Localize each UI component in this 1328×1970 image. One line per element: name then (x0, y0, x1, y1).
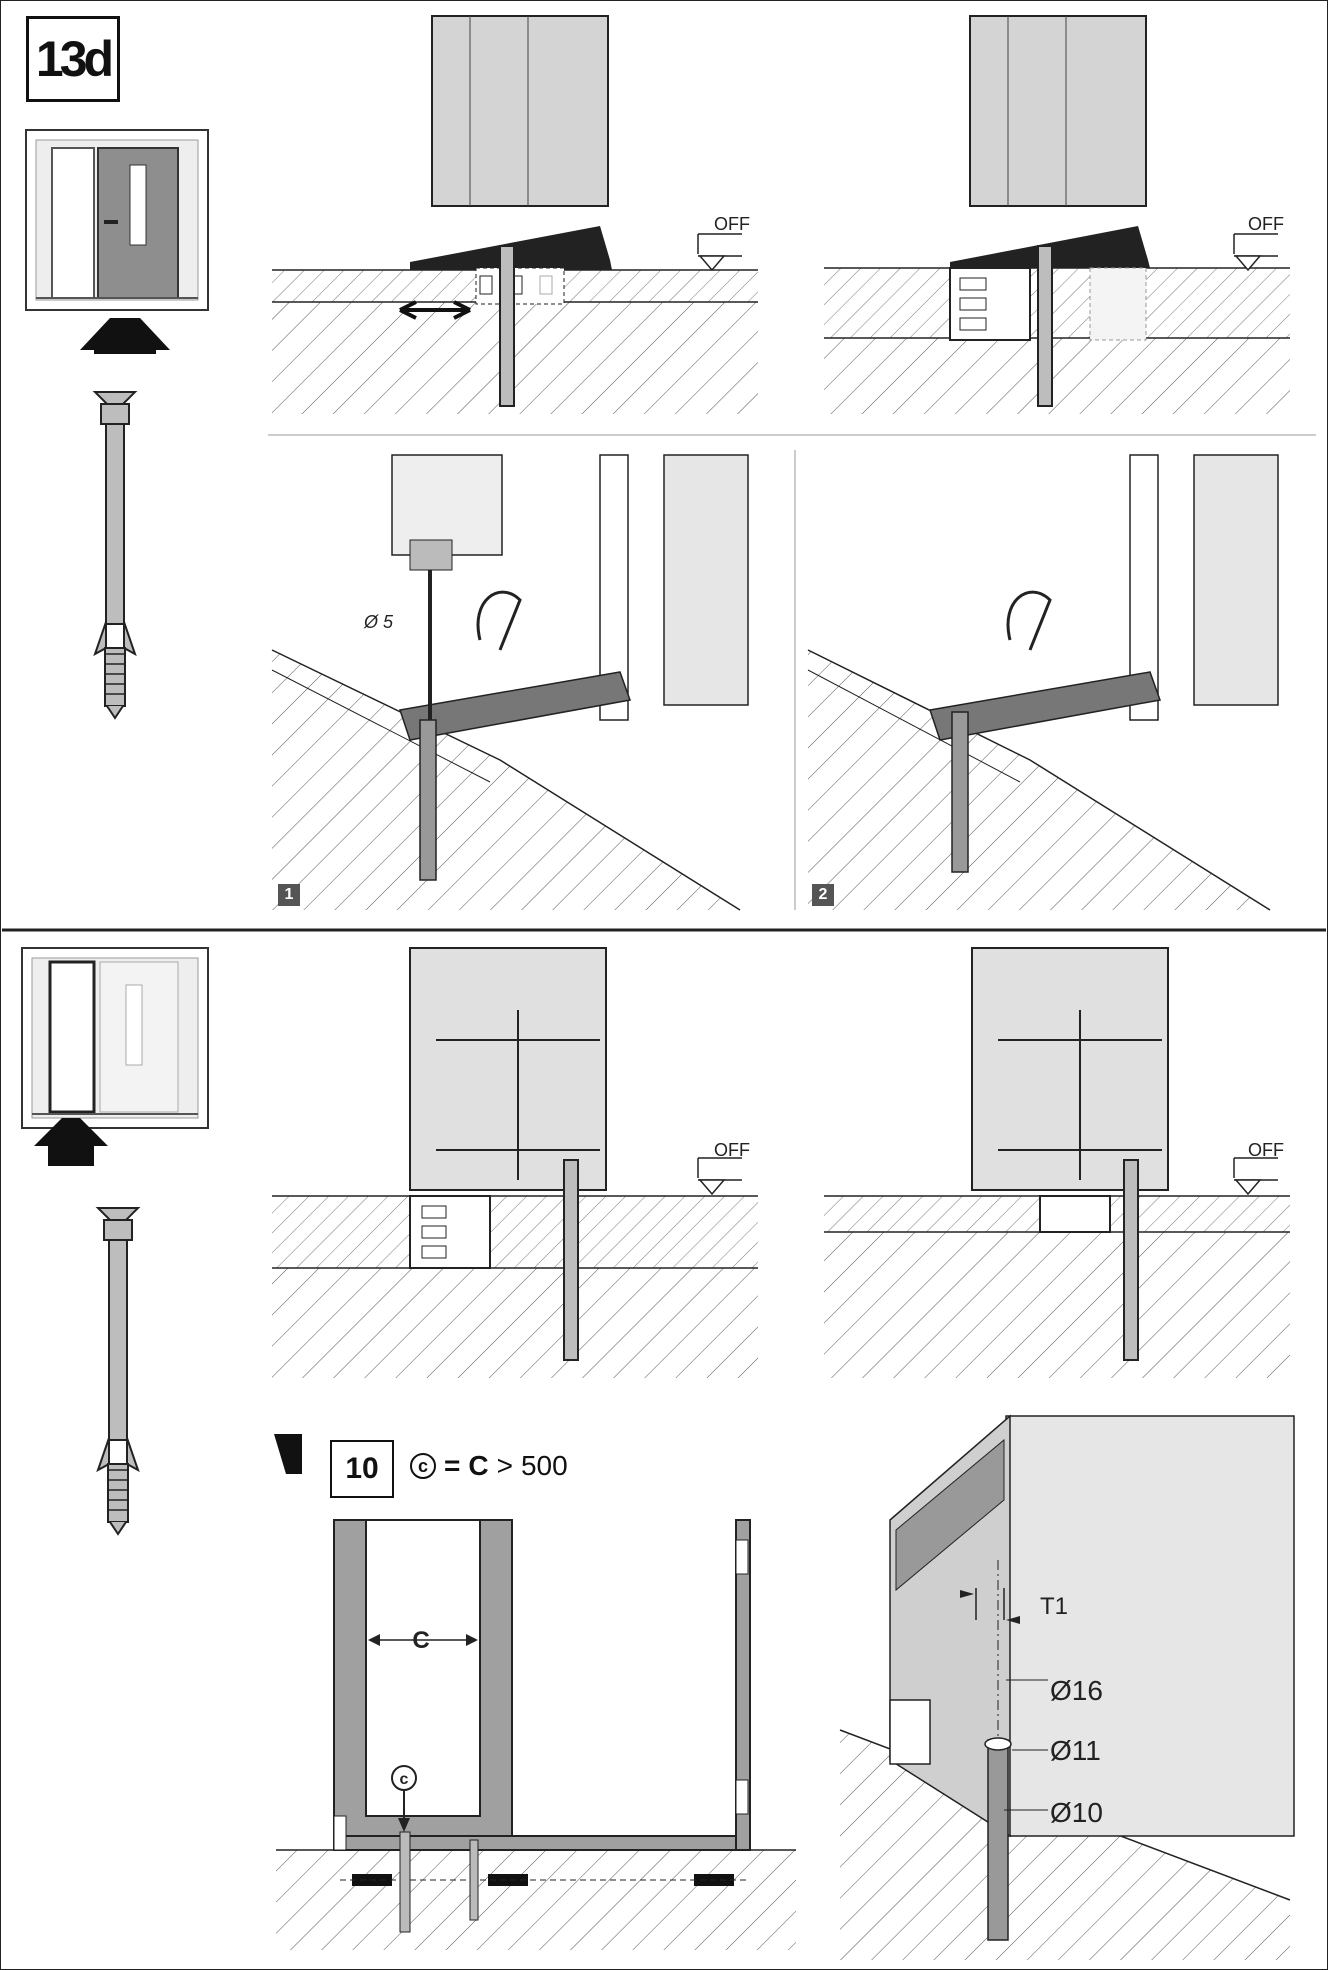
diameter-11-label: Ø11 (1050, 1735, 1101, 1766)
equals-sign: = (444, 1450, 461, 1481)
comparator: > (496, 1450, 513, 1481)
drill-diameter-label: Ø 5 (363, 612, 394, 632)
frame-section-c (272, 947, 758, 1378)
anchor-perspective-f (839, 1414, 1295, 1960)
circle-c-label: c (400, 1771, 409, 1788)
panel-badge-2: 2 (812, 884, 834, 906)
panel-badge-1: 1 (278, 884, 300, 906)
reference-step-number: 10 (345, 1452, 379, 1485)
up-arrow-icon-2 (34, 1118, 108, 1166)
off-label-c: OFF (714, 1140, 750, 1160)
off-level-mark-a (697, 233, 743, 271)
diameter-16-label: Ø16 (1050, 1675, 1103, 1706)
off-label-a: OFF (714, 214, 750, 234)
threshold-section-b (824, 15, 1290, 414)
spacing-rule: c = C > 500 (410, 1450, 568, 1482)
door-thumbnail-1 (25, 129, 209, 311)
diameter-10-label: Ø10 (1050, 1797, 1103, 1828)
frame-elevation-e (274, 1434, 796, 1950)
dimension-symbol: C (468, 1450, 489, 1481)
t1-label: T1 (1040, 1593, 1068, 1620)
threshold-section-a (272, 15, 758, 414)
frame-section-d (824, 947, 1290, 1378)
door-thumbnail-2 (21, 947, 209, 1129)
frame-anchor-icon-2 (97, 1207, 139, 1535)
spacing-c-label: C (412, 1627, 429, 1654)
off-level-mark-c (697, 1157, 743, 1195)
circle-c-symbol: c (410, 1453, 436, 1479)
step-number: 13d (35, 31, 114, 87)
off-level-mark-d (1233, 1157, 1279, 1195)
drilling-view-1 (271, 454, 749, 911)
off-label-d: OFF (1248, 1140, 1284, 1160)
spacing-value: 500 (520, 1450, 568, 1481)
off-label-b: OFF (1248, 214, 1284, 234)
anchor-view-2 (807, 454, 1279, 911)
step-number-box: 13d (26, 16, 120, 102)
off-level-mark-b (1233, 233, 1279, 271)
frame-anchor-icon-1 (94, 391, 136, 719)
up-arrow-icon-1 (80, 318, 170, 354)
reference-step-box: 10 (330, 1440, 394, 1498)
